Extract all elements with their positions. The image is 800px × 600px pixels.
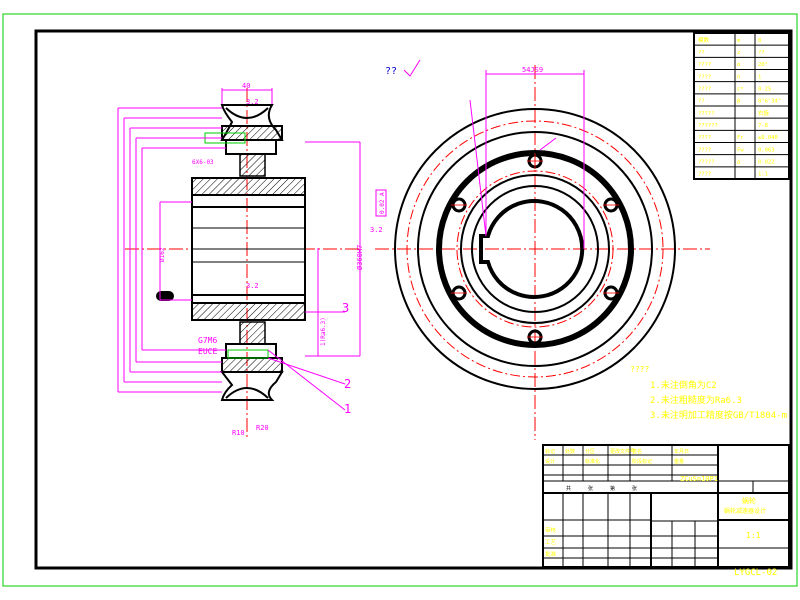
dim-shaft-dia: Ø360H7	[356, 245, 364, 270]
title-block-cell: 标记	[545, 448, 555, 455]
bore-with-keyway	[479, 199, 585, 299]
param-table-cell: 右旋	[758, 109, 770, 117]
param-table-cell: 0.25	[758, 86, 771, 92]
title-block-cell: 重量	[674, 458, 684, 465]
param-table-cell: Fr	[737, 135, 744, 141]
title-block-sheet-label: 第	[610, 485, 615, 492]
tb-part-name-sub: 蜗轮减速器设计	[724, 507, 766, 515]
dim-groove-r: R20	[256, 424, 269, 432]
param-table-cell: ????	[698, 147, 711, 153]
param-table-cell: 0.022	[758, 159, 775, 165]
outer-circle	[394, 108, 676, 390]
dim-finish-b: 3.2	[246, 282, 259, 290]
title-block: 蜗轮 蜗轮减速器设计 1:1 LYGCL-02 ZCuSn10P1 标记 处数 分区…	[542, 444, 790, 578]
dim-finish-a: 3.2	[246, 98, 259, 106]
param-table-cell: ??	[758, 50, 765, 56]
param-table-cell: c*	[737, 86, 744, 92]
callout-2: 2	[344, 377, 351, 391]
title-block-cell: 分区	[585, 448, 595, 455]
param-table-cell: 7-8	[758, 123, 768, 129]
tb-material: ZCuSn10P1	[680, 475, 718, 483]
param-table-cell: 8	[758, 38, 761, 44]
param-table-cell: 1:1	[758, 172, 768, 178]
dim-hub-width: 40	[242, 82, 250, 90]
title-block-sheet-label: 共	[566, 485, 571, 492]
title-block-cell: 处数	[565, 448, 575, 455]
param-table-cell: 0.063	[758, 147, 775, 153]
param-table-cell: ????	[698, 74, 711, 80]
title-block-cell: 标准化	[585, 458, 600, 465]
title-block-cell: 阶段标记	[632, 458, 652, 465]
title-block-cell: 更改文件号	[610, 448, 635, 455]
tb-part-name: 蜗轮	[742, 496, 756, 505]
param-table-cell: ??????	[698, 123, 718, 129]
dim-bore-width: 54JS9	[522, 66, 543, 74]
param-table-cell: 8°6'34"	[758, 99, 781, 105]
title-block-left-label: 工艺	[545, 539, 557, 546]
title-block-left-label: 审核	[545, 526, 557, 534]
hub-ring	[471, 185, 599, 313]
param-table: 模数 m 8?? z?????? α 20°???? h 1???? c* 0.25?? β 8°6'…	[693, 32, 790, 180]
dim-keyway-note: 0.02 A	[379, 192, 386, 214]
param-table-cell: 20°	[758, 62, 768, 68]
technical-notes: ???? 1.未注倒角为C2 2.未注粗糙度为Ra6.3 3.未注明加工精度按G…	[630, 365, 787, 421]
outer-border	[2, 13, 798, 587]
param-table-cell: ????	[698, 172, 711, 178]
title-block-cell: 设计	[545, 458, 555, 465]
tb-drawing-no: LYGCL-02	[734, 568, 777, 578]
front-view: 54JS9	[375, 65, 710, 440]
param-table-cell: z	[737, 50, 740, 56]
hub-lower	[191, 302, 306, 321]
title-block-cell: 年月日	[674, 448, 689, 455]
note-line-2: 2.未注粗糙度为Ra6.3	[650, 394, 742, 406]
title-block-sheet-label: 张	[632, 485, 637, 492]
dim-finish-c: 3.2	[370, 226, 383, 234]
param-table-cell: ??	[698, 50, 705, 56]
section-view: 40 3.2 3.2 3.2 6X6-03 G7M6 EUCE R20 R10 …	[117, 82, 387, 440]
dim-fit-h7: G7M6	[198, 336, 217, 345]
dim-fit-small: EUCE	[198, 347, 217, 356]
param-table-cell: h	[737, 74, 740, 80]
note-line-3: 3.未注明加工精度按GB/T1804-m	[650, 409, 787, 421]
param-table-cell: ????	[698, 135, 711, 141]
callout-1: 1	[344, 402, 351, 416]
drawing-frame	[34, 29, 793, 570]
title-block-left-label: 批准	[545, 550, 557, 558]
param-table-cell: ?????	[698, 159, 715, 165]
param-table-cell: m	[737, 38, 741, 44]
param-table-cell: Fw	[737, 147, 744, 153]
dim-side-note: 1(Ra6.3)	[320, 317, 327, 346]
callout-3: 3	[342, 301, 349, 315]
hub-upper	[191, 177, 306, 196]
title-block-cell: 签名	[632, 448, 642, 455]
tolerance-frame	[375, 189, 387, 217]
param-table-cell: ±0.040	[758, 135, 778, 141]
param-table-cell: α	[737, 62, 741, 68]
param-table-cell: ??	[698, 99, 705, 105]
dim-groove-r-small: R10	[232, 429, 245, 437]
notes-title: ????	[630, 365, 649, 374]
param-table-cell: ?????	[698, 111, 715, 117]
param-table-cell: ????	[698, 86, 711, 92]
param-table-cell: Δ	[737, 159, 741, 165]
param-table-cell: 模数	[698, 36, 710, 44]
lower-rim	[219, 371, 284, 401]
dim-slot: 6X6-03	[192, 159, 214, 166]
param-table-cell: β	[737, 99, 741, 105]
roughness-mark: ??	[385, 66, 397, 77]
dim-hub-dia: Ø162	[159, 247, 166, 262]
tb-scale: 1:1	[746, 531, 761, 540]
note-line-1: 1.未注倒角为C2	[650, 379, 717, 391]
param-table-cell: 1	[758, 74, 761, 80]
title-block-sheet-label: 张	[588, 485, 593, 492]
param-table-cell: ????	[698, 62, 711, 68]
